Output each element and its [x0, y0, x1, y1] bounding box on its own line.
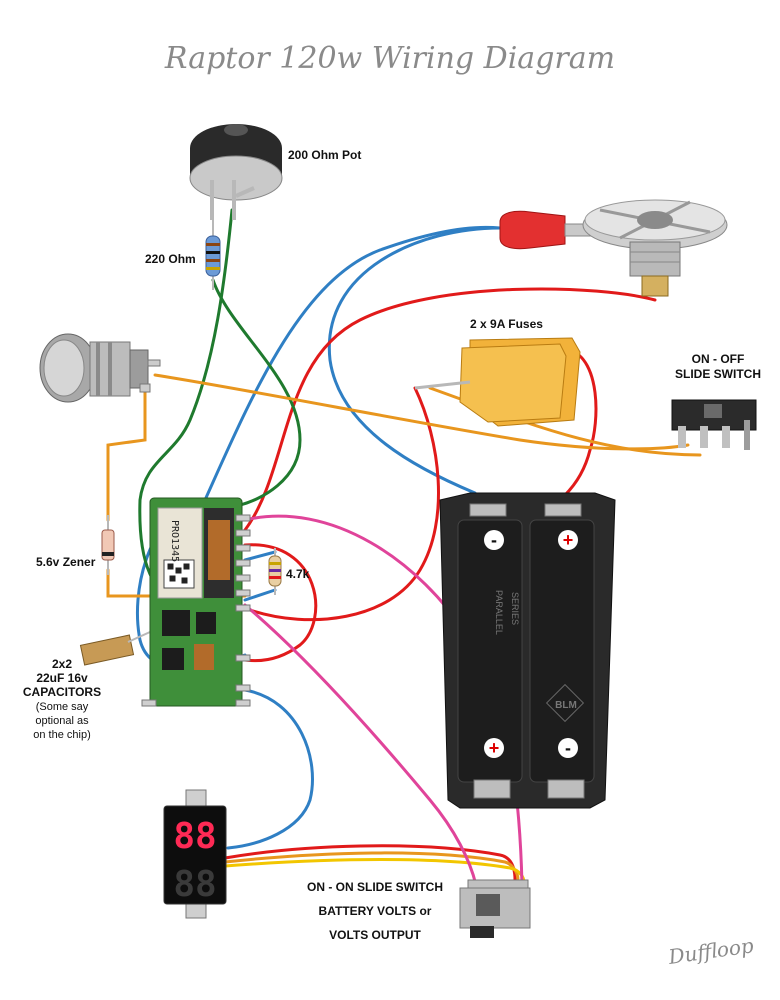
caps-label-line1: 2x2 [52, 657, 72, 671]
capacitor [79, 631, 151, 666]
wire-red-board-loop [243, 543, 318, 663]
cell2-bottom-minus: - [565, 738, 571, 758]
onon-label-line2: BATTERY VOLTS or [319, 904, 432, 918]
pot-label: 200 Ohm Pot [288, 148, 361, 162]
wire-red-board-to-connector [243, 287, 657, 532]
wire-orange-button-to-switch [153, 373, 690, 451]
caps-label-line5: optional as [35, 715, 89, 727]
battery-parallel-text: PARALLEL [494, 590, 504, 635]
battery-holder: - + + - PARALLEL SERIES BLM [439, 492, 616, 809]
cell1-top-minus: - [491, 530, 497, 550]
onon-slide-switch [459, 879, 531, 938]
voltmeter: 88 88 [163, 789, 227, 919]
cell2-top-plus: + [563, 530, 574, 550]
510-connector [499, 199, 728, 297]
resistor-47-label: 4.7k [286, 567, 310, 581]
wire-blue-board-to-voltmeter [226, 688, 314, 850]
cell1-bottom-plus: + [489, 738, 500, 758]
wire-blue-connector-to-battery [327, 226, 502, 495]
resistor-220-ohm [205, 220, 221, 290]
signature: Duffloop [666, 933, 755, 969]
voltmeter-bottom-digits: 88 [173, 864, 216, 905]
voltmeter-top-digits: 88 [173, 816, 216, 857]
caps-label-line4: (Some say [36, 701, 89, 713]
battery-brand-text: BLM [555, 700, 577, 711]
wire-red-fuse-to-board [248, 386, 440, 622]
wire-orange-button-to-zener [106, 388, 147, 522]
wire-green-pot-lower [211, 278, 302, 507]
wires [106, 208, 702, 887]
wire-red-voltmeter [223, 844, 517, 882]
circuit-board: PRO1345 [141, 497, 251, 707]
wire-yellow-voltmeter [223, 858, 526, 884]
wire-blue-res47-a [243, 550, 277, 562]
wire-blue-res47-b [243, 588, 277, 602]
caps-label-line6: on the chip) [33, 729, 90, 741]
wire-blue-board-to-connector [203, 225, 502, 502]
wire-pink-board-to-switch-b [243, 603, 478, 887]
resistor-220-label: 220 Ohm [145, 252, 196, 266]
fuses [414, 337, 581, 427]
caps-label-line3: CAPACITORS [23, 685, 101, 699]
onoff-label-line2: SLIDE SWITCH [675, 367, 761, 381]
diagram-title: Raptor 120w Wiring Diagram [164, 41, 615, 76]
onoff-slide-switch [671, 399, 757, 450]
fuses-label: 2 x 9A Fuses [470, 317, 543, 331]
onon-label-line3: VOLTS OUTPUT [329, 928, 421, 942]
caps-label-line2: 22uF 16v [36, 671, 88, 685]
zener-label: 5.6v Zener [36, 555, 96, 569]
onoff-label-line1: ON - OFF [692, 352, 745, 366]
zener-diode [101, 515, 115, 575]
onon-label-line1: ON - ON SLIDE SWITCH [307, 880, 443, 894]
potentiometer [189, 124, 283, 220]
fire-button [39, 333, 161, 403]
battery-series-text: SERIES [510, 592, 520, 625]
resistor-4-7k [268, 548, 282, 595]
board-chip-text: PRO1345 [169, 520, 180, 562]
